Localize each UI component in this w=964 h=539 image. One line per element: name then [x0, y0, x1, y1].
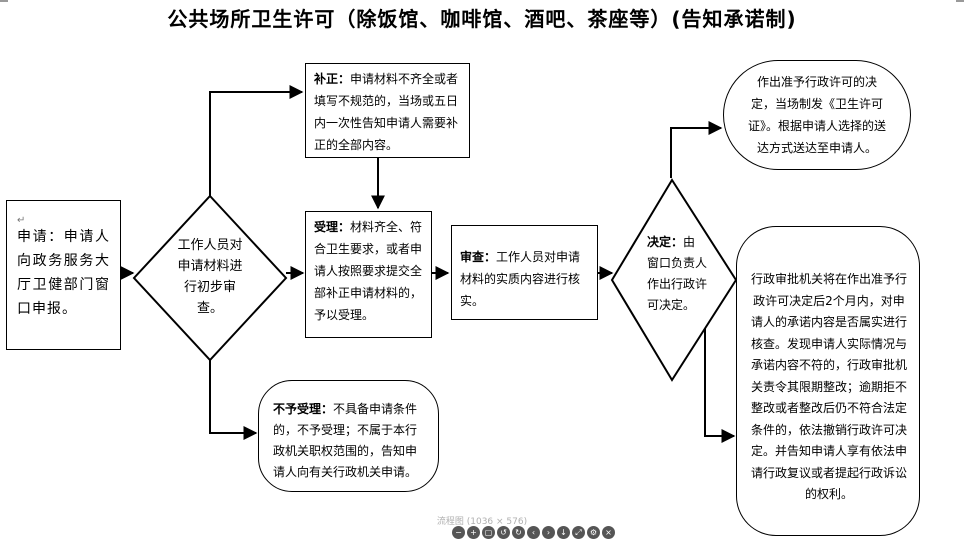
check-box: 审查：工作人员对申请材料的实质内容进行核实。	[451, 225, 598, 320]
arrow-to-verify	[704, 315, 736, 443]
supplement-box: 补正：申请材料不齐全或者填写不规范的，当场或五日内一次性告知申请人需要补正的全部…	[305, 63, 470, 158]
decision-label: 决定：	[647, 235, 684, 249]
supplement-label: 补正：	[314, 72, 351, 86]
window-corner-left	[0, 0, 8, 2]
viewer-zoom-in-icon[interactable]: +	[467, 526, 480, 539]
viewer-zoom-out-icon[interactable]: −	[452, 526, 465, 539]
apply-text: 申请：申请人向政务服务大厅卫健部门窗口申报。	[17, 229, 110, 317]
decision-text-box: 决定：由窗口负责人作出行政许可决定。	[647, 232, 707, 332]
page-title: 公共场所卫生许可（除饭馆、咖啡馆、酒吧、茶座等）(告知承诺制)	[167, 7, 797, 31]
accept-box: 受理：材料齐全、符合卫生要求，或者申请人按照要求提交全部补正申请材料的，予以受理…	[305, 211, 432, 338]
supplement-text: 申请材料不齐全或者填写不规范的，当场或五日内一次性告知申请人需要补正的全部内容。	[314, 72, 459, 152]
decision-text: 由窗口负责人作出行政许可决定。	[647, 235, 708, 312]
viewer-toolbar: − + ▢ ↺ ↻ ‹ › ↓ ⤢ ⚙ ×	[452, 526, 615, 539]
initial-review-text-box: 工作人员对申请材料进行初步审查。	[172, 232, 248, 322]
arrow-to-supplement	[209, 85, 304, 196]
viewer-download-icon[interactable]: ↓	[557, 526, 570, 539]
viewer-fit-icon[interactable]: ▢	[482, 526, 495, 539]
diamond-initial-review	[132, 194, 288, 362]
viewer-close-icon[interactable]: ×	[602, 526, 615, 539]
check-text: 工作人员对申请材料的实质内容进行核实。	[460, 250, 581, 308]
initial-review-text: 工作人员对申请材料进行初步审查。	[177, 238, 243, 316]
grant-box: 作出准予行政许可的决定，当场制发《卫生许可证》。根据申请人选择的送达方式送达至申…	[723, 60, 911, 170]
reject-label: 不予受理：	[273, 402, 334, 416]
reject-box: 不予受理：不具备申请条件的，不予受理；不属于本行政机关职权范围的，告知申请人向有…	[258, 380, 439, 492]
reject-text: 不具备申请条件的，不予受理；不属于本行政机关职权范围的，告知申请人向有关行政机关…	[273, 402, 418, 479]
viewer-caption: 流程图 (1036 × 576)	[436, 517, 528, 527]
grant-text: 作出准予行政许可的决定，当场制发《卫生许可证》。根据申请人选择的送达方式送达至申…	[747, 75, 886, 155]
viewer-settings-icon[interactable]: ⚙	[587, 526, 600, 539]
viewer-rotate-left-icon[interactable]: ↺	[497, 526, 510, 539]
arrow-to-grant	[670, 121, 723, 178]
diamond-decision	[610, 178, 738, 382]
accept-label: 受理：	[314, 220, 351, 234]
accept-text: 材料齐全、符合卫生要求，或者申请人按照要求提交全部补正申请材料的，予以受理。	[314, 220, 423, 322]
apply-box: ↵ 申请：申请人向政务服务大厅卫健部门窗口申报。	[6, 200, 121, 350]
viewer-rotate-right-icon[interactable]: ↻	[512, 526, 525, 539]
viewer-next-icon[interactable]: ›	[542, 526, 555, 539]
viewer-prev-icon[interactable]: ‹	[527, 526, 540, 539]
check-label: 审查：	[460, 250, 497, 264]
verify-text: 行政审批机关将在作出准予行政许可决定后2个月内，对申请人的承诺内容是否属实进行核…	[750, 272, 907, 501]
window-corner-right	[956, 0, 964, 2]
viewer-fullscreen-icon[interactable]: ⤢	[572, 526, 585, 539]
verify-box: 行政审批机关将在作出准予行政许可决定后2个月内，对申请人的承诺内容是否属实进行核…	[736, 226, 920, 536]
arrow-to-reject	[209, 360, 258, 440]
